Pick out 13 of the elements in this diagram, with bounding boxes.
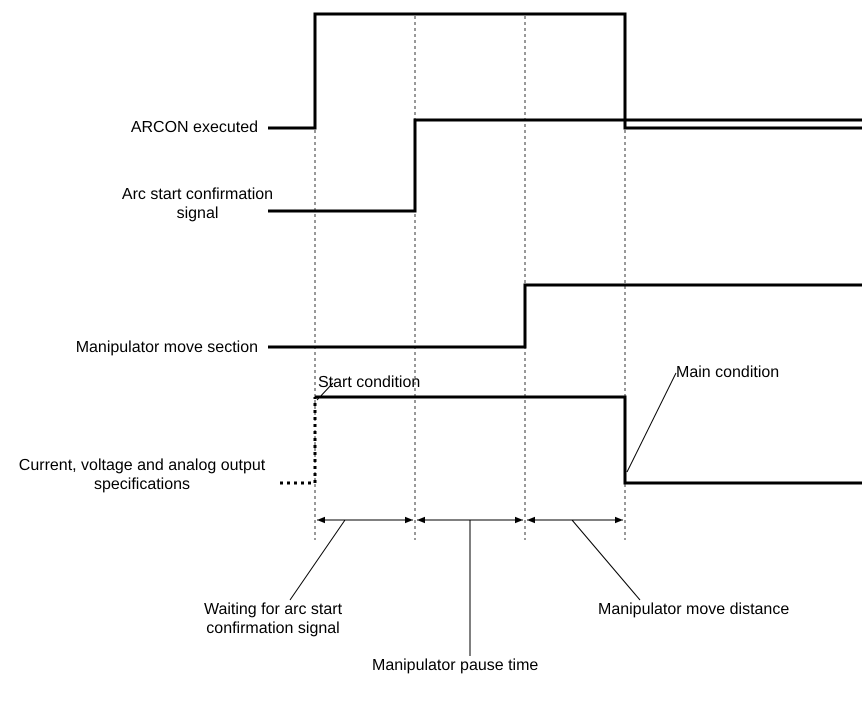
leader-line: [572, 520, 640, 600]
annotation-text: Start condition: [318, 373, 448, 392]
signal-name: Arc start confirmation signal: [120, 185, 274, 223]
annotation-text: Manipulator pause time: [372, 656, 572, 675]
annotation-text: Main condition: [676, 363, 806, 382]
annotation-text: Manipulator move distance: [598, 600, 828, 619]
signal-name: Manipulator move section: [74, 338, 258, 357]
leader-line: [290, 520, 346, 600]
signal-name: Current, voltage and analog output specifications: [18, 456, 266, 494]
annotation-text: Waiting for arc start confirmation signal: [178, 600, 368, 638]
leader-line: [316, 382, 334, 400]
leader-line: [626, 372, 676, 472]
signal-name: ARCON executed: [130, 118, 258, 137]
